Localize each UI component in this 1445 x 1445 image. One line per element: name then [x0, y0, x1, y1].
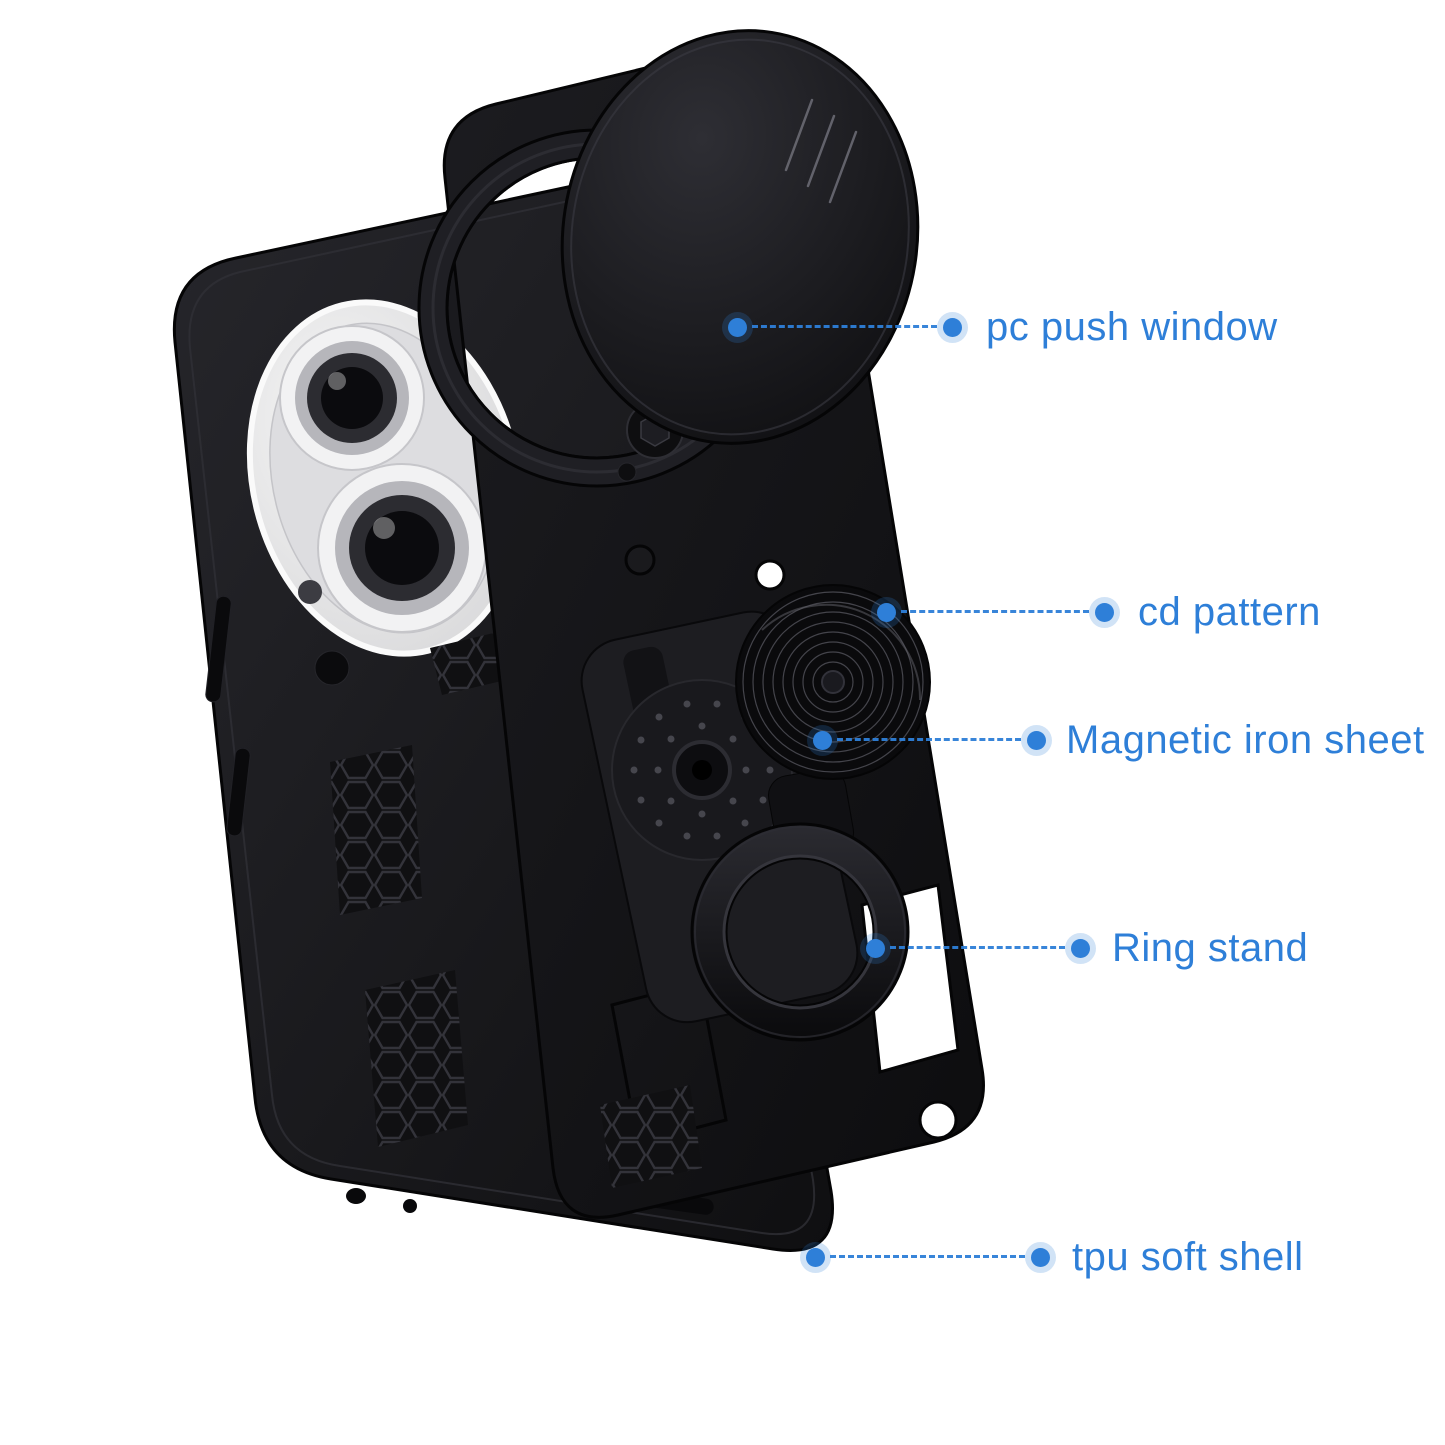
hinge-pin: [617, 462, 637, 482]
plate-grip-texture: [600, 1085, 702, 1188]
annotation-dot: [1030, 1247, 1050, 1267]
cd-sheen: [761, 603, 922, 701]
annotation-label: pc push window: [986, 305, 1278, 349]
annotation-dot: [942, 317, 962, 337]
leader-line: [837, 738, 1021, 741]
annotation-dot: [1026, 730, 1046, 750]
annotation-dot: [727, 317, 747, 337]
leader-line: [830, 1255, 1025, 1258]
leader-line: [890, 946, 1065, 949]
camera-flash: [298, 580, 322, 604]
push-window-cover: [560, 29, 920, 445]
camera-lens-bottom: [317, 463, 487, 633]
leader-line: [752, 325, 937, 328]
annotation-dot: [865, 938, 885, 958]
annotation-label: tpu soft shell: [1072, 1235, 1304, 1279]
annotation-dot: [1094, 602, 1114, 622]
annotation-label: Magnetic iron sheet: [1066, 718, 1425, 762]
annotation-dot: [876, 602, 896, 622]
volume-button: [205, 595, 232, 703]
cd-center: [821, 670, 845, 694]
ring-stand: [690, 822, 910, 1042]
camera-lens-top: [279, 325, 425, 471]
annotation-label: cd pattern: [1138, 590, 1321, 634]
annotation-dot: [812, 730, 832, 750]
cd-grooves: [742, 591, 924, 773]
power-button: [226, 747, 251, 837]
leader-line: [901, 610, 1089, 613]
annotation-label: Ring stand: [1112, 926, 1309, 970]
annotation-dot: [1070, 938, 1090, 958]
disc-grip-lines: [784, 98, 858, 204]
camera-module: [246, 299, 524, 657]
annotation-dot: [805, 1247, 825, 1267]
case-sensor-hole: [314, 650, 350, 686]
cd-pattern-magnet-sheet: [735, 584, 931, 780]
